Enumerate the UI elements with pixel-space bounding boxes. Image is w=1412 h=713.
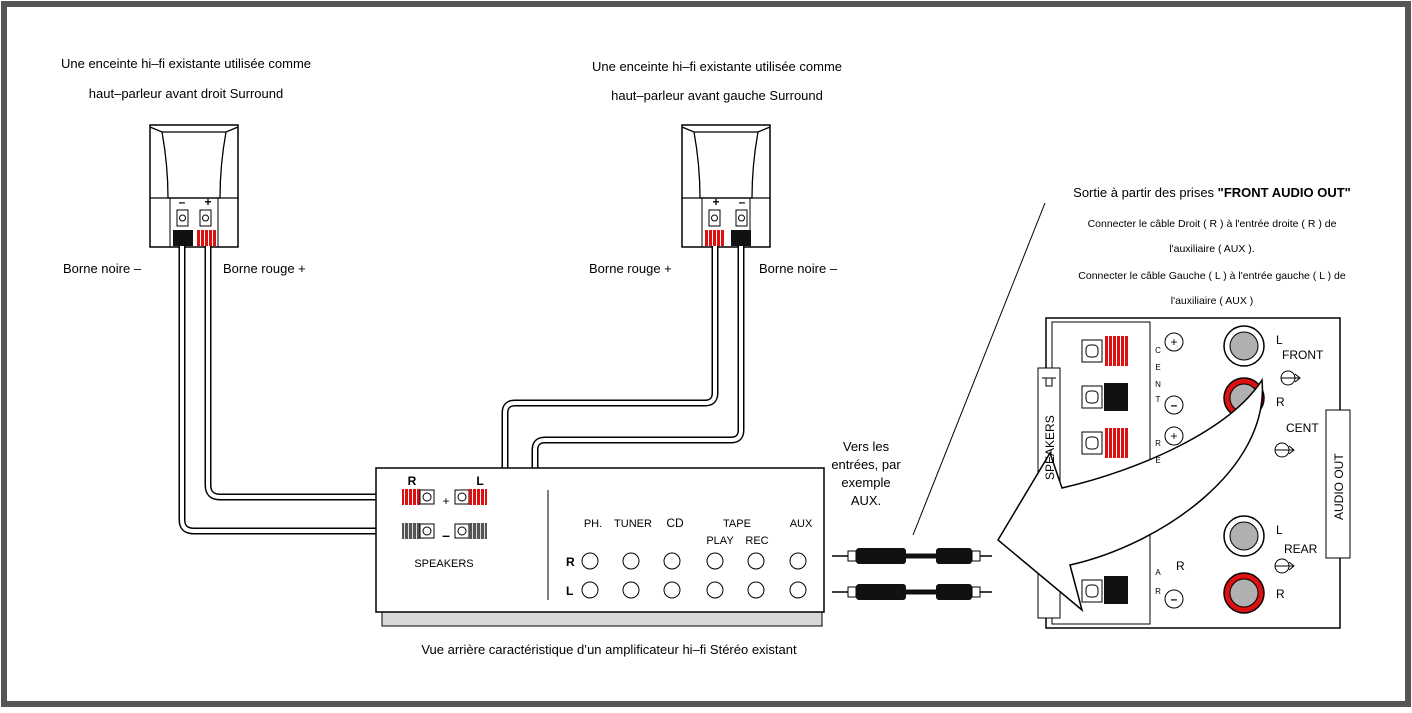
red-terminal-label-right: Borne rouge + <box>589 261 672 276</box>
cent-letter-1: C <box>1155 346 1161 355</box>
left-speaker-caption-2: haut–parleur avant gauche Surround <box>611 88 823 103</box>
black-terminal-label-left: Borne noire – <box>63 261 142 276</box>
rear-label: REAR <box>1284 542 1318 556</box>
left-surround-speaker <box>681 124 771 248</box>
rear-r-label: R <box>1276 587 1285 601</box>
amp-caption: Vue arrière caractéristique d’un amplifi… <box>421 642 797 657</box>
cent-letter-2: E <box>1155 363 1160 372</box>
speaker2-plus-sign: + <box>712 195 719 209</box>
input-ph-label: PH. <box>584 518 602 530</box>
leader-line <box>912 202 1046 536</box>
amplifier-rear-panel <box>375 467 825 627</box>
front-r-label: R <box>1276 395 1285 409</box>
amp-l-label: L <box>476 474 483 488</box>
rear-letter-1: R <box>1155 439 1161 448</box>
row-l-label: L <box>566 584 573 598</box>
output-title-prefix: Sortie à partir des prises <box>1073 185 1218 200</box>
row-r-label: R <box>566 555 575 569</box>
rear-plus: + <box>1170 429 1177 443</box>
black-terminal-label-right: Borne noire – <box>759 261 838 276</box>
cent-letter-4: T <box>1156 395 1161 404</box>
rear-letter-3: A <box>1155 568 1161 577</box>
left-speaker-caption-1: Une enceinte hi–fi existante utilisée co… <box>592 59 842 74</box>
amp-r-label: R <box>408 474 417 488</box>
audio-out-label: AUDIO OUT <box>1332 453 1346 520</box>
rca-cables <box>832 202 1046 600</box>
rear-minus: – <box>1171 592 1178 606</box>
speaker2-minus-sign: – <box>739 195 746 209</box>
rear-letter-2: E <box>1155 456 1160 465</box>
red-terminal-label-left: Borne rouge + <box>223 261 306 276</box>
input-rec-label: REC <box>745 535 768 547</box>
cent-label: CENT <box>1286 421 1319 435</box>
amp-minus-label: – <box>442 527 450 543</box>
output-title: Sortie à partir des prises "FRONT AUDIO … <box>1073 185 1351 200</box>
input-cd-label: CD <box>666 516 684 530</box>
cent-letter-3: N <box>1155 380 1161 389</box>
speaker-minus-sign: – <box>179 195 186 209</box>
rear-letter-4: R <box>1155 587 1161 596</box>
output-note-2b: l'auxiliaire ( AUX ) <box>1171 295 1254 307</box>
right-speaker-caption-1: Une enceinte hi–fi existante utilisée co… <box>61 56 311 71</box>
front-label: FRONT <box>1282 348 1324 362</box>
rear-l-label: L <box>1276 523 1283 537</box>
cable-note-4: AUX. <box>851 493 881 508</box>
output-title-bold: "FRONT AUDIO OUT" <box>1218 185 1351 200</box>
front-l-label: L <box>1276 333 1283 347</box>
connection-arrow <box>997 377 1264 613</box>
input-tuner-label: TUNER <box>614 518 652 530</box>
amp-plus-label: + <box>442 494 449 508</box>
right-speaker-caption-2: haut–parleur avant droit Surround <box>89 86 283 101</box>
cent-plus: + <box>1170 335 1177 349</box>
cable-note-3: exemple <box>841 475 890 490</box>
output-note-1a: Connecter le câble Droit ( R ) à l'entré… <box>1088 218 1337 230</box>
output-note-1b: l'auxiliaire ( AUX ). <box>1169 243 1254 255</box>
speaker-plus-sign: + <box>204 195 211 209</box>
right-surround-speaker <box>149 124 239 248</box>
cable-note-1: Vers les <box>843 439 890 454</box>
cable-note-2: entrées, par <box>831 457 901 472</box>
input-play-label: PLAY <box>706 535 734 547</box>
amp-speakers-label: SPEAKERS <box>414 558 473 570</box>
input-tape-label: TAPE <box>723 518 751 530</box>
rear-speaker-r-label: R <box>1176 559 1185 573</box>
cent-minus: – <box>1171 398 1178 412</box>
panel-speakers-label: SPEAKERS <box>1043 415 1057 480</box>
input-aux-label: AUX <box>790 518 813 530</box>
output-note-2a: Connecter le câble Gauche ( L ) à l'entr… <box>1078 270 1346 282</box>
